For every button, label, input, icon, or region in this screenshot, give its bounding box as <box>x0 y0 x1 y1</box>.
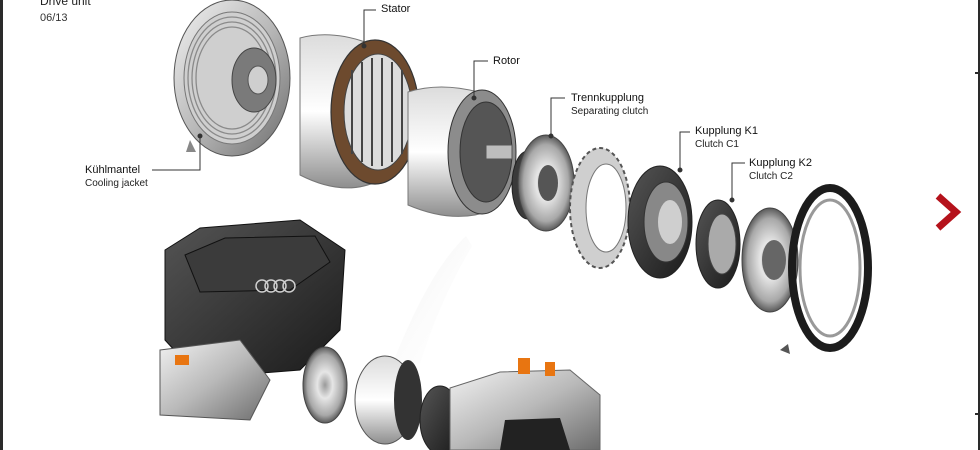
left-frame-edge <box>0 0 3 450</box>
cooling-jacket-label-en: Cooling jacket <box>85 178 148 189</box>
separating-clutch-label: Trennkupplung Separating clutch <box>571 92 648 118</box>
chevron-right-icon <box>935 193 962 231</box>
next-slide-button[interactable] <box>930 192 964 232</box>
clutch-k2-label: Kupplung K2 Clutch C2 <box>749 157 812 183</box>
clutch-k1-part <box>569 147 693 279</box>
rotor-label: Rotor <box>493 55 520 67</box>
right-edge-notch <box>975 72 978 74</box>
stator-label: Stator <box>381 3 411 15</box>
right-edge-notch <box>975 413 978 415</box>
rotor-part <box>407 86 517 217</box>
clutch-k1-label-de: Kupplung K1 <box>695 125 758 137</box>
transmission-housing <box>449 358 601 450</box>
slide-page-number: 06/13 <box>40 12 68 24</box>
cooling-jacket-label: Kühlmantel Cooling jacket <box>85 164 148 190</box>
clutch-k1-label-en: Clutch C1 <box>695 139 739 150</box>
cooling-jacket-label-de: Kühlmantel <box>85 164 141 176</box>
clutch-k2-label-en: Clutch C2 <box>749 171 793 182</box>
four-rings-logo <box>255 279 296 293</box>
cooling-jacket-part <box>173 0 291 157</box>
clutch-k2-part <box>695 199 799 313</box>
separating-clutch-label-en: Separating clutch <box>571 106 649 117</box>
stator-part <box>299 34 420 189</box>
separating-clutch-part <box>511 134 575 232</box>
right-frame-edge <box>978 0 980 450</box>
separating-clutch-label-de: Trennkupplung <box>571 92 644 104</box>
slide-header: Drive unit 06/13 <box>40 0 91 25</box>
slide-title: Drive unit <box>40 0 91 8</box>
leader-lines <box>152 9 745 203</box>
clutch-k1-label: Kupplung K1 Clutch C1 <box>695 125 758 151</box>
highlight-beam <box>394 236 472 364</box>
flange-ring-part <box>780 184 872 354</box>
clutch-k2-label-de: Kupplung K2 <box>749 157 812 169</box>
